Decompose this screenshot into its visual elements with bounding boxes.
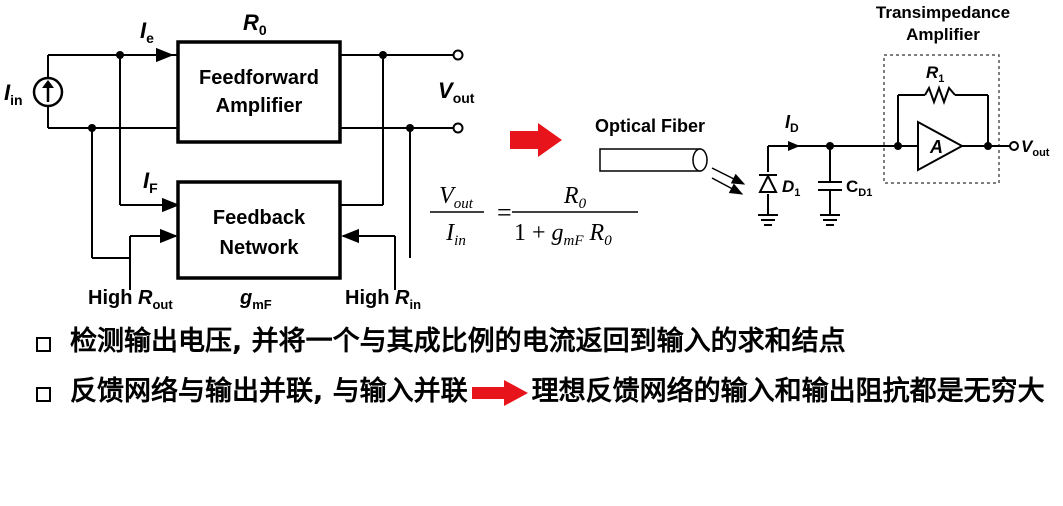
optical-fiber-label: Optical Fiber bbox=[595, 116, 705, 136]
id-arrow bbox=[788, 141, 800, 151]
formula-rhs-den: 1 + gmF R0 bbox=[514, 220, 612, 249]
bullet-text-2a: 反馈网络与输出并联, 与输入并联 bbox=[70, 376, 468, 407]
formula-num: Vout bbox=[439, 183, 474, 212]
bullet-list: 检测输出电压, 并将一个与其成比例的电流返回到输入的求和结点 反馈网络与输出并联… bbox=[30, 322, 1055, 422]
amp-label: A bbox=[929, 137, 943, 157]
vout-label: Vout bbox=[438, 78, 475, 106]
bullet-text-2b: 理想反馈网络的输入和输出阻抗都是无穷大 bbox=[531, 376, 1045, 407]
output-terminals bbox=[452, 49, 464, 134]
transfer-formula: Vout Iin = R0 1 + gmF R0 bbox=[430, 183, 638, 249]
feedback-label-1: Feedback bbox=[213, 207, 306, 229]
photodiode bbox=[758, 173, 778, 193]
id-label: ID bbox=[785, 112, 799, 135]
tia-box bbox=[883, 54, 1000, 184]
tia-label-2: Amplifier bbox=[906, 25, 980, 44]
right-vout-label: Vout bbox=[1021, 137, 1050, 159]
high-rin-label: High Rin bbox=[345, 287, 421, 312]
junction-dots bbox=[88, 51, 414, 132]
high-rout-label: High Rout bbox=[88, 287, 173, 312]
optical-fiber bbox=[599, 148, 746, 195]
formula-den: Iin bbox=[445, 220, 466, 249]
bullet-text-1: 检测输出电压, 并将一个与其成比例的电流返回到输入的求和结点 bbox=[70, 326, 846, 357]
ie-label: Ie bbox=[140, 18, 154, 46]
d1-label: D1 bbox=[782, 177, 800, 199]
current-source bbox=[32, 76, 64, 108]
opamp bbox=[917, 120, 965, 172]
feedback-label-2: Network bbox=[220, 237, 300, 259]
feedforward-amplifier-block: Feedforward Amplifier bbox=[176, 40, 342, 144]
feedforward-label-1: Feedforward bbox=[199, 67, 319, 89]
iin-label: Iin bbox=[4, 80, 23, 108]
bullet-item-1: 检测输出电压, 并将一个与其成比例的电流返回到输入的求和结点 bbox=[30, 322, 1055, 362]
gmf-label: gmF bbox=[239, 287, 272, 312]
red-arrow-icon bbox=[471, 379, 528, 406]
if-label: IF bbox=[143, 168, 158, 196]
red-arrow bbox=[510, 123, 562, 157]
formula-eq: = bbox=[497, 198, 512, 227]
cd1-label: CD1 bbox=[846, 177, 872, 199]
left-wires bbox=[47, 47, 457, 290]
bullet-item-2: 反馈网络与输出并联, 与输入并联 理想反馈网络的输入和输出阻抗都是无穷大 bbox=[30, 372, 1055, 412]
tia-label-1: Transimpedance bbox=[876, 3, 1010, 22]
r1-label: R1 bbox=[926, 63, 944, 85]
feedforward-label-2: Amplifier bbox=[216, 95, 303, 117]
checkbox-bullet-icon bbox=[36, 337, 51, 352]
circuit-diagram: Feedforward Amplifier Feedback Network bbox=[4, 3, 1050, 312]
checkbox-bullet-icon bbox=[36, 387, 51, 402]
formula-rhs-num: R0 bbox=[563, 183, 587, 212]
feedback-network-block: Feedback Network bbox=[176, 180, 342, 280]
r0-label: R0 bbox=[243, 10, 267, 38]
